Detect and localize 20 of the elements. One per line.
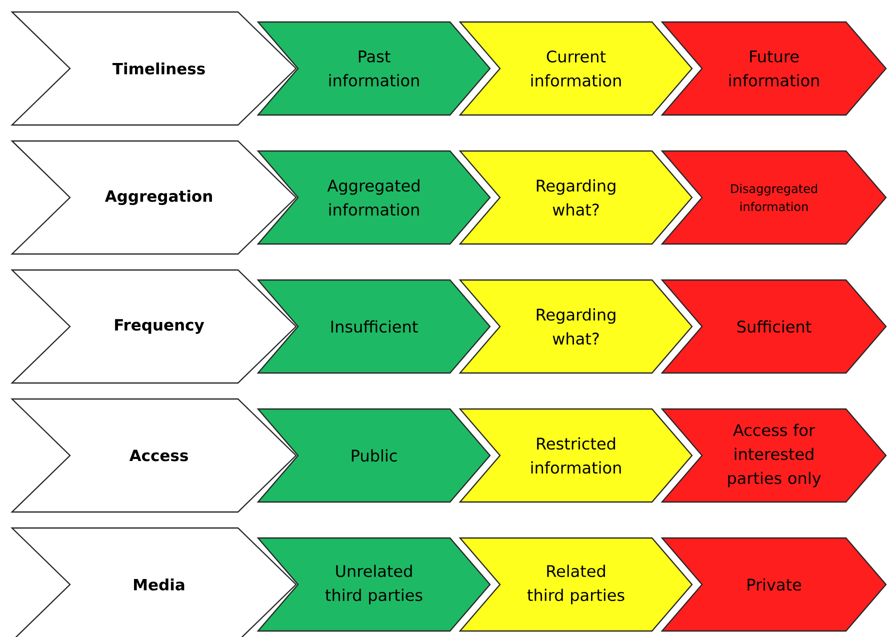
rating-box: Past information [256, 21, 491, 116]
rating-box: Restricted information [458, 408, 693, 503]
rating-box: Insufficient [256, 279, 491, 374]
rating-box: Regarding what? [458, 150, 693, 245]
category-box: Timeliness [10, 11, 297, 126]
rating-box: Aggregated information [256, 150, 491, 245]
category-box: Aggregation [10, 140, 297, 255]
category-box: Access [10, 398, 297, 513]
rating-box: Unrelated third parties [256, 537, 491, 632]
rating-box: Public [256, 408, 491, 503]
category-box: Frequency [10, 269, 297, 384]
rating-box: Current information [458, 21, 693, 116]
rating-box: Regarding what? [458, 279, 693, 374]
rating-box: Related third parties [458, 537, 693, 632]
rating-box: Future information [660, 21, 887, 116]
rating-box: Access for interested parties only [660, 408, 887, 503]
rating-box: Disaggregated information [660, 150, 887, 245]
rating-box: Private [660, 537, 887, 632]
rating-box: Sufficient [660, 279, 887, 374]
category-box: Media [10, 527, 297, 637]
